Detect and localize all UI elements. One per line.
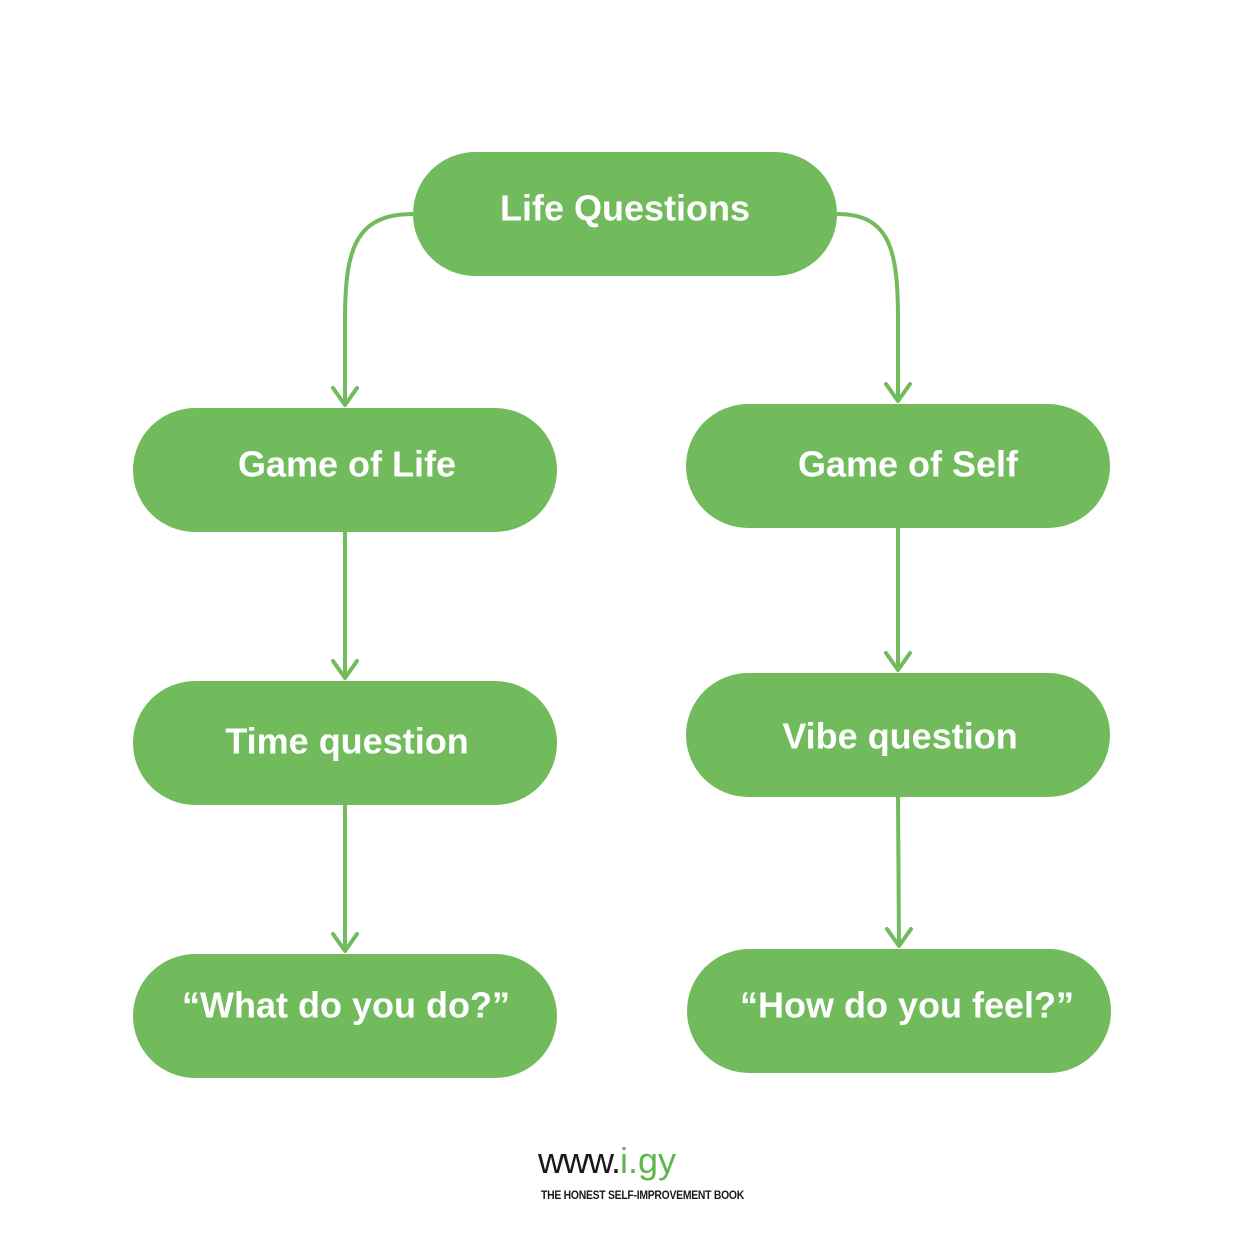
edge-root-right1 (836, 212, 912, 403)
footer-logo: www.i.gy THE HONEST SELF-IMPROVEMENT BOO… (537, 1140, 745, 1202)
edge-right1-right2 (884, 528, 912, 672)
svg-text:www.i.gy: www.i.gy (537, 1140, 676, 1181)
node-how-do-you-feel: “How do you feel?” (687, 949, 1111, 1073)
svg-text:“What do you do?”: “What do you do?” (182, 985, 510, 1026)
node-game-of-life: Game of Life (133, 408, 557, 532)
logo-tagline: THE HONEST SELF-IMPROVEMENT BOOK (541, 1188, 745, 1202)
edge-left2-left3 (331, 805, 359, 953)
node-time-question: Time question (133, 681, 557, 805)
svg-text:“How do you feel?”: “How do you feel?” (740, 985, 1074, 1026)
svg-text:Vibe question: Vibe question (782, 716, 1017, 757)
svg-text:Life Questions: Life Questions (500, 188, 750, 229)
node-game-of-self: Game of Self (686, 404, 1110, 528)
svg-text:Time question: Time question (225, 721, 468, 762)
logo-www: www. (537, 1140, 620, 1181)
svg-text:Game of Life: Game of Life (238, 444, 456, 485)
node-vibe-question: Vibe question (686, 673, 1110, 797)
svg-text:Game of Self: Game of Self (798, 444, 1019, 485)
logo-domain: i.gy (620, 1140, 676, 1181)
node-life-questions: Life Questions (413, 152, 837, 276)
edge-left1-left2 (331, 532, 359, 680)
edge-root-left1 (331, 212, 414, 407)
node-what-do-you-do: “What do you do?” (133, 954, 557, 1078)
edge-right2-right3 (885, 796, 913, 948)
